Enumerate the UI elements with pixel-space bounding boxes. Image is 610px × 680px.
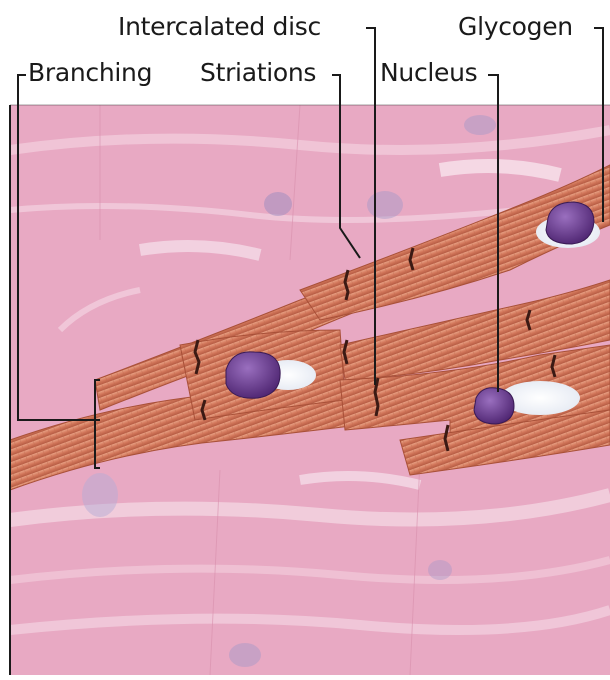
nucleus-label: Nucleus — [380, 60, 477, 85]
intercalated-disc-label: Intercalated disc — [118, 14, 321, 39]
branching-label: Branching — [28, 60, 152, 85]
striations-label: Striations — [200, 60, 316, 85]
glycogen-label: Glycogen — [458, 14, 573, 39]
